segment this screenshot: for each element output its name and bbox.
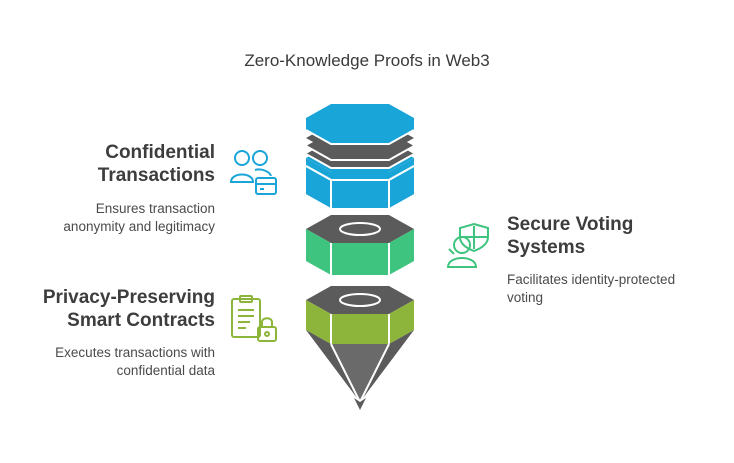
heading-line: Transactions [97, 165, 215, 186]
privacy-preserving-heading: Privacy-Preserving Smart Contracts [20, 286, 215, 332]
heading-line: Confidential [105, 142, 215, 163]
document-lock-icon [231, 295, 277, 342]
drill-tip [306, 330, 414, 410]
heading-line: Secure Voting [507, 214, 634, 235]
olive-segment [306, 286, 414, 344]
description-line: anonymity and legitimacy [63, 219, 215, 234]
description-line: Executes transactions with [55, 345, 215, 360]
description-line: Ensures transaction [95, 201, 215, 216]
secure-voting-description: Facilitates identity-protected voting [507, 271, 717, 307]
description-line: confidential data [116, 363, 215, 378]
users-card-icon [229, 150, 277, 195]
description-line: voting [507, 290, 544, 305]
secure-voting-heading: Secure Voting Systems [507, 213, 707, 259]
confidential-transactions-description: Ensures transaction anonymity and legiti… [20, 200, 215, 236]
heading-line: Systems [507, 237, 586, 258]
diagram-title: Zero-Knowledge Proofs in Web3 [244, 51, 490, 70]
description-line: Facilitates identity-protected [507, 272, 676, 287]
blue-segment [305, 104, 415, 208]
person-shield-icon [446, 222, 489, 268]
heading-line: Smart Contracts [67, 310, 215, 331]
privacy-preserving-description: Executes transactions with confidential … [20, 344, 215, 380]
confidential-transactions-heading: Confidential Transactions [40, 141, 215, 187]
green-segment [306, 215, 414, 275]
heading-line: Privacy-Preserving [42, 287, 215, 308]
